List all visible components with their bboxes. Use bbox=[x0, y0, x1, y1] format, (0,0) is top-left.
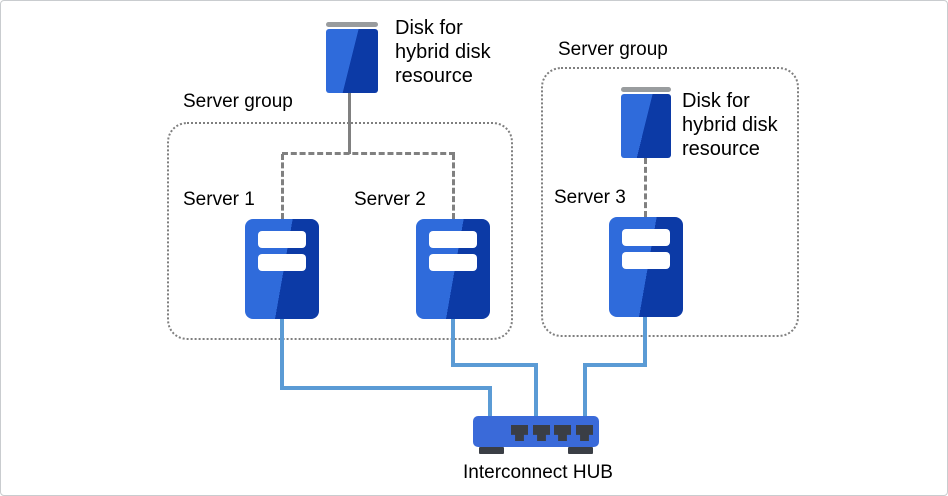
server2-wire bbox=[451, 363, 538, 367]
disk2-to-server3-line bbox=[644, 158, 647, 217]
hub-foot bbox=[479, 447, 504, 454]
server1-icon bbox=[245, 219, 319, 319]
disk1-drop-line bbox=[348, 93, 351, 154]
right-group-label: Server group bbox=[558, 39, 668, 60]
left-group-box bbox=[167, 122, 513, 340]
server1-slot-bar bbox=[258, 231, 306, 248]
server1-wire bbox=[280, 319, 284, 390]
server1-wire bbox=[488, 386, 492, 416]
server2-icon bbox=[416, 219, 490, 319]
hub-port-icon bbox=[511, 425, 528, 441]
hub-foot bbox=[568, 447, 593, 454]
disk2-label-line3: resource bbox=[682, 138, 760, 160]
server2-wire bbox=[534, 363, 538, 416]
server3-icon bbox=[609, 217, 683, 317]
server3-label: Server 3 bbox=[554, 187, 626, 208]
server1-wire bbox=[280, 386, 492, 390]
disk1-label-line2: hybrid disk bbox=[395, 41, 491, 63]
hub-label: Interconnect HUB bbox=[463, 462, 613, 483]
server1-slot-bar bbox=[258, 254, 306, 271]
branch-to-server2-line bbox=[452, 154, 455, 219]
server3-wire bbox=[583, 363, 647, 367]
server3-slot-bar bbox=[622, 229, 670, 246]
server2-slot-bar bbox=[429, 254, 477, 271]
server2-slot-bar bbox=[429, 231, 477, 248]
disk2-label-line2: hybrid disk bbox=[682, 114, 778, 136]
disk2-label-line1: Disk for bbox=[682, 90, 750, 112]
server3-wire bbox=[643, 317, 647, 367]
left-group-label: Server group bbox=[183, 91, 293, 112]
right-group-box bbox=[541, 67, 799, 337]
hub-icon bbox=[473, 416, 599, 454]
disk2-cap-icon bbox=[621, 87, 671, 92]
server3-wire bbox=[583, 363, 587, 416]
disk1-label: Disk for hybrid disk resource bbox=[395, 16, 491, 88]
server2-label: Server 2 bbox=[354, 189, 426, 210]
server2-wire bbox=[451, 319, 455, 367]
disk1-label-line3: resource bbox=[395, 65, 473, 87]
branch-to-server1-line bbox=[281, 154, 284, 219]
hub-port-icon bbox=[554, 425, 571, 441]
disk1-icon bbox=[326, 29, 378, 93]
server1-label: Server 1 bbox=[183, 189, 255, 210]
disk1-cap-icon bbox=[326, 22, 378, 27]
disk2-label: Disk for hybrid disk resource bbox=[682, 89, 778, 161]
branch-line bbox=[282, 152, 455, 155]
server3-slot-bar bbox=[622, 252, 670, 269]
hub-port-icon bbox=[576, 425, 593, 441]
disk2-icon bbox=[621, 94, 671, 158]
disk1-label-line1: Disk for bbox=[395, 17, 463, 39]
hub-port-icon bbox=[533, 425, 550, 441]
